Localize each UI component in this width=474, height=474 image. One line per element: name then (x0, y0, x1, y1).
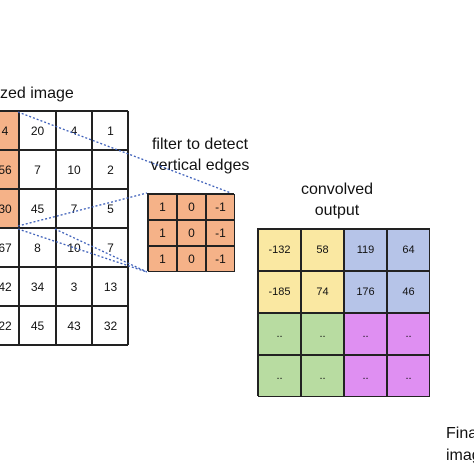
image-cell: 7 (19, 150, 56, 189)
filter-cell: -1 (206, 194, 235, 220)
image-cell: 45 (19, 189, 56, 228)
output-cell: .. (301, 313, 344, 355)
image-cell: 3 (56, 267, 92, 306)
output-cell: -132 (258, 229, 301, 271)
output-label-line1: convolved (300, 181, 374, 198)
image-cell: 34 (19, 267, 56, 306)
output-label: convolved output (292, 179, 382, 221)
image-cell: 2 (92, 150, 129, 189)
filter-cell: 0 (177, 246, 206, 272)
filter-cell: 1 (148, 246, 177, 272)
final-image-label: Fina imag (446, 423, 474, 467)
output-cell: 74 (301, 271, 344, 313)
output-cell: 64 (387, 229, 430, 271)
filter-cell: 0 (177, 220, 206, 246)
output-label-line2: output (314, 202, 360, 219)
output-cell: 119 (344, 229, 387, 271)
image-cell: 10 (56, 228, 92, 267)
final-label-line1: Fina (446, 425, 474, 442)
output-cell: 46 (387, 271, 430, 313)
image-cell: 67 (0, 228, 19, 267)
image-cell: 8 (19, 228, 56, 267)
image-cell: 1 (92, 111, 129, 150)
image-cell: 32 (92, 306, 129, 345)
filter-cell: -1 (206, 220, 235, 246)
image-cell: 42 (0, 267, 19, 306)
output-cell: -185 (258, 271, 301, 313)
output-cell: .. (301, 355, 344, 397)
image-cell: 10 (56, 150, 92, 189)
image-cell: 22 (0, 306, 19, 345)
image-cell: 13 (92, 267, 129, 306)
output-cell: .. (258, 313, 301, 355)
final-label-line2: imag (446, 447, 474, 464)
filter-cell: 1 (148, 220, 177, 246)
output-cell: .. (258, 355, 301, 397)
filter-label: filter to detect vertical edges (142, 134, 258, 176)
filter-label-line2: vertical edges (150, 157, 250, 174)
image-cell: 30 (0, 189, 19, 228)
image-cell: 4 (56, 111, 92, 150)
image-cell: 43 (56, 306, 92, 345)
image-label: zed image (0, 85, 74, 102)
output-cell: .. (344, 355, 387, 397)
image-cell: 5 (92, 189, 129, 228)
image-cell: 45 (19, 306, 56, 345)
output-cell: .. (387, 355, 430, 397)
image-cell: 7 (92, 228, 129, 267)
output-cell: 58 (301, 229, 344, 271)
image-cell: 4 (0, 111, 19, 150)
filter-cell: 0 (177, 194, 206, 220)
image-cell: 7 (56, 189, 92, 228)
filter-cell: -1 (206, 246, 235, 272)
output-cell: .. (344, 313, 387, 355)
image-cell: 56 (0, 150, 19, 189)
filter-label-line1: filter to detect (151, 136, 249, 153)
output-cell: 176 (344, 271, 387, 313)
image-cell: 20 (19, 111, 56, 150)
output-cell: .. (387, 313, 430, 355)
filter-cell: 1 (148, 194, 177, 220)
